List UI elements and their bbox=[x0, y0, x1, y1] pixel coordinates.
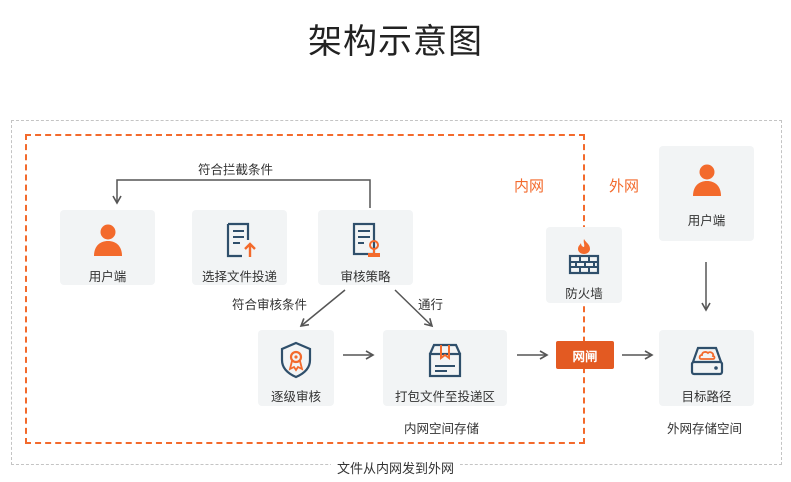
diagram-caption: 文件从内网发到外网 bbox=[0, 458, 791, 477]
cloud-storage-icon bbox=[690, 346, 723, 376]
firewall-icon bbox=[568, 239, 600, 275]
user-icon bbox=[93, 224, 122, 256]
file-upload-icon bbox=[226, 222, 256, 258]
node-label: 用户端 bbox=[687, 213, 726, 228]
node-package: 打包文件至投递区 bbox=[383, 330, 507, 406]
node-step-review: 逐级审核 bbox=[258, 330, 334, 406]
node-label: 目标路径 bbox=[681, 389, 732, 404]
pass-arrow bbox=[394, 289, 434, 328]
node-select-file: 选择文件投递 bbox=[192, 210, 287, 285]
page-title: 架构示意图 bbox=[308, 22, 483, 62]
node-label: 逐级审核 bbox=[270, 389, 321, 404]
outer-storage-label: 外网存储空间 bbox=[667, 421, 743, 436]
shield-badge-icon bbox=[280, 341, 312, 379]
node-target-path: 目标路径 bbox=[659, 330, 754, 406]
node-label: 打包文件至投递区 bbox=[394, 389, 495, 404]
audit-document-icon bbox=[352, 222, 380, 257]
node-label: 选择文件投递 bbox=[201, 269, 277, 284]
caption-text: 文件从内网发到外网 bbox=[330, 462, 460, 477]
node-audit-policy: 审核策略 bbox=[318, 210, 413, 285]
outer-zone-label: 外网 bbox=[609, 177, 640, 195]
gateway-badge: 网闸 bbox=[556, 341, 614, 369]
node-firewall: 防火墙 bbox=[546, 227, 622, 303]
package-box-icon bbox=[428, 343, 462, 378]
node-label: 防火墙 bbox=[565, 286, 603, 301]
pass-label: 通行 bbox=[418, 297, 444, 312]
user-icon bbox=[692, 164, 721, 196]
node-user-inner: 用户端 bbox=[60, 210, 155, 285]
node-label: 用户端 bbox=[88, 269, 127, 284]
node-user-outer: 用户端 bbox=[659, 146, 754, 241]
review-condition-label: 符合审核条件 bbox=[232, 297, 308, 312]
intercept-label: 符合拦截条件 bbox=[198, 162, 274, 177]
inner-zone-label: 内网 bbox=[514, 177, 545, 195]
intercept-arrow bbox=[112, 179, 371, 208]
review-arrow bbox=[299, 289, 346, 328]
inner-storage-label: 内网空间存储 bbox=[404, 421, 480, 436]
node-label: 审核策略 bbox=[340, 269, 391, 284]
